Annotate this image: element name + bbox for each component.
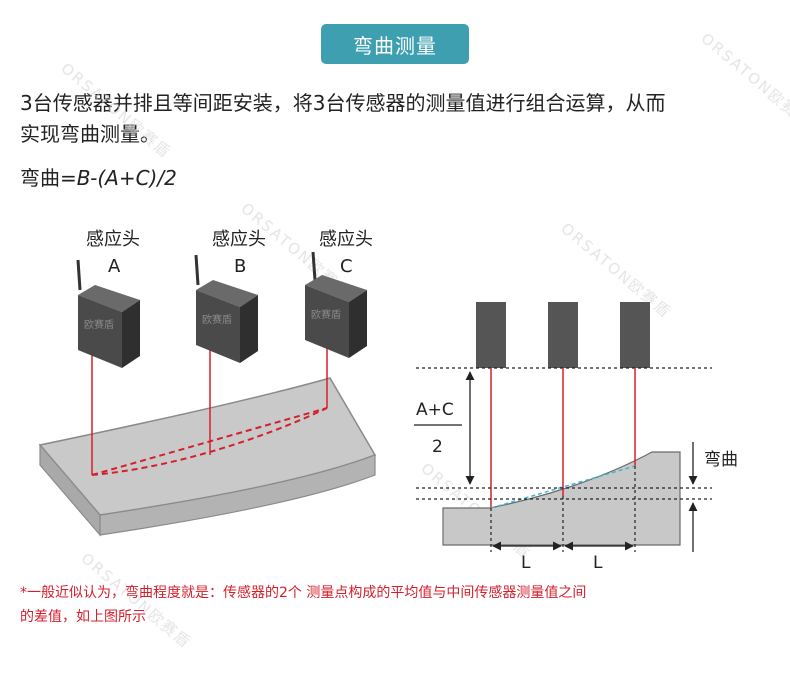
sensor-logo: 欧赛盾 bbox=[84, 318, 114, 331]
sensor-letter-a: A bbox=[108, 256, 121, 277]
right-schematic: L L A+C 2 弯曲 bbox=[414, 302, 738, 573]
schematic-sensor-a bbox=[476, 302, 506, 368]
sensor-cable-a bbox=[76, 259, 82, 291]
workpiece-front-edge bbox=[99, 454, 376, 536]
bend-label: 弯曲 bbox=[704, 450, 738, 470]
watermark-layer: ORSATON欧赛盾 ORSATON欧赛盾 ORSATON欧赛盾 ORSATON… bbox=[57, 29, 790, 652]
watermark-text: ORSATON欧赛盾 bbox=[57, 59, 175, 162]
formula-prefix: 弯曲 bbox=[20, 166, 60, 190]
sensor-cable-b bbox=[194, 254, 200, 286]
schematic-sensor-b bbox=[548, 302, 578, 368]
description-line-1: 3台传感器并排且等间距安装，将3台传感器的测量值进行组合运算，从而 bbox=[20, 91, 666, 115]
footnote: *一般近似认为，弯曲程度就是：传感器的2个 测量点构成的平均值与中间传感器测量值… bbox=[20, 581, 760, 629]
formula-expression: =B-(A+C)/2 bbox=[60, 166, 177, 190]
description-line-2: 实现弯曲测量。 bbox=[20, 122, 160, 146]
sensor-logo: 欧赛盾 bbox=[202, 313, 232, 326]
spacing-label-right: L bbox=[593, 553, 603, 573]
sensor-label-a: 感应头 bbox=[86, 229, 140, 250]
watermark-text: ORSATON欧赛盾 bbox=[697, 29, 790, 132]
footnote-line-1: *一般近似认为，弯曲程度就是：传感器的2个 测量点构成的平均值与中间传感器测量值… bbox=[20, 585, 587, 601]
surface-curve-dashed bbox=[91, 407, 328, 476]
sensor-label-c: 感应头 bbox=[319, 229, 373, 250]
sensor-cable-c bbox=[311, 251, 317, 281]
formula: 弯曲=B-(A+C)/2 bbox=[20, 162, 177, 191]
page-title: 弯曲测量 bbox=[353, 33, 437, 58]
spacing-label-left: L bbox=[521, 553, 531, 573]
description: 3台传感器并排且等间距安装，将3台传感器的测量值进行组合运算，从而 实现弯曲测量… bbox=[20, 88, 780, 150]
sensor-logo: 欧赛盾 bbox=[311, 308, 341, 321]
footnote-line-2: 的差值，如上图所示 bbox=[20, 609, 146, 625]
sensor-letter-c: C bbox=[340, 256, 353, 277]
sensor-head-b: 欧赛盾 bbox=[196, 280, 258, 363]
workpiece-top-surface bbox=[38, 377, 377, 516]
schematic-sensor-c bbox=[620, 302, 650, 368]
average-reference-line bbox=[490, 465, 636, 509]
sensor-label-b: 感应头 bbox=[212, 229, 266, 250]
fraction-denominator: 2 bbox=[432, 437, 443, 457]
fraction-numerator: A+C bbox=[416, 400, 454, 420]
sensor-head-a: 欧赛盾 bbox=[78, 285, 140, 368]
title-badge: 弯曲测量 bbox=[321, 24, 469, 64]
sensor-letter-b: B bbox=[234, 256, 246, 277]
sensor-head-c: 欧赛盾 bbox=[305, 275, 367, 358]
left-illustration: 欧赛盾 欧赛盾 欧赛盾 感应头 A 感应头 B 感应头 C bbox=[38, 229, 377, 537]
